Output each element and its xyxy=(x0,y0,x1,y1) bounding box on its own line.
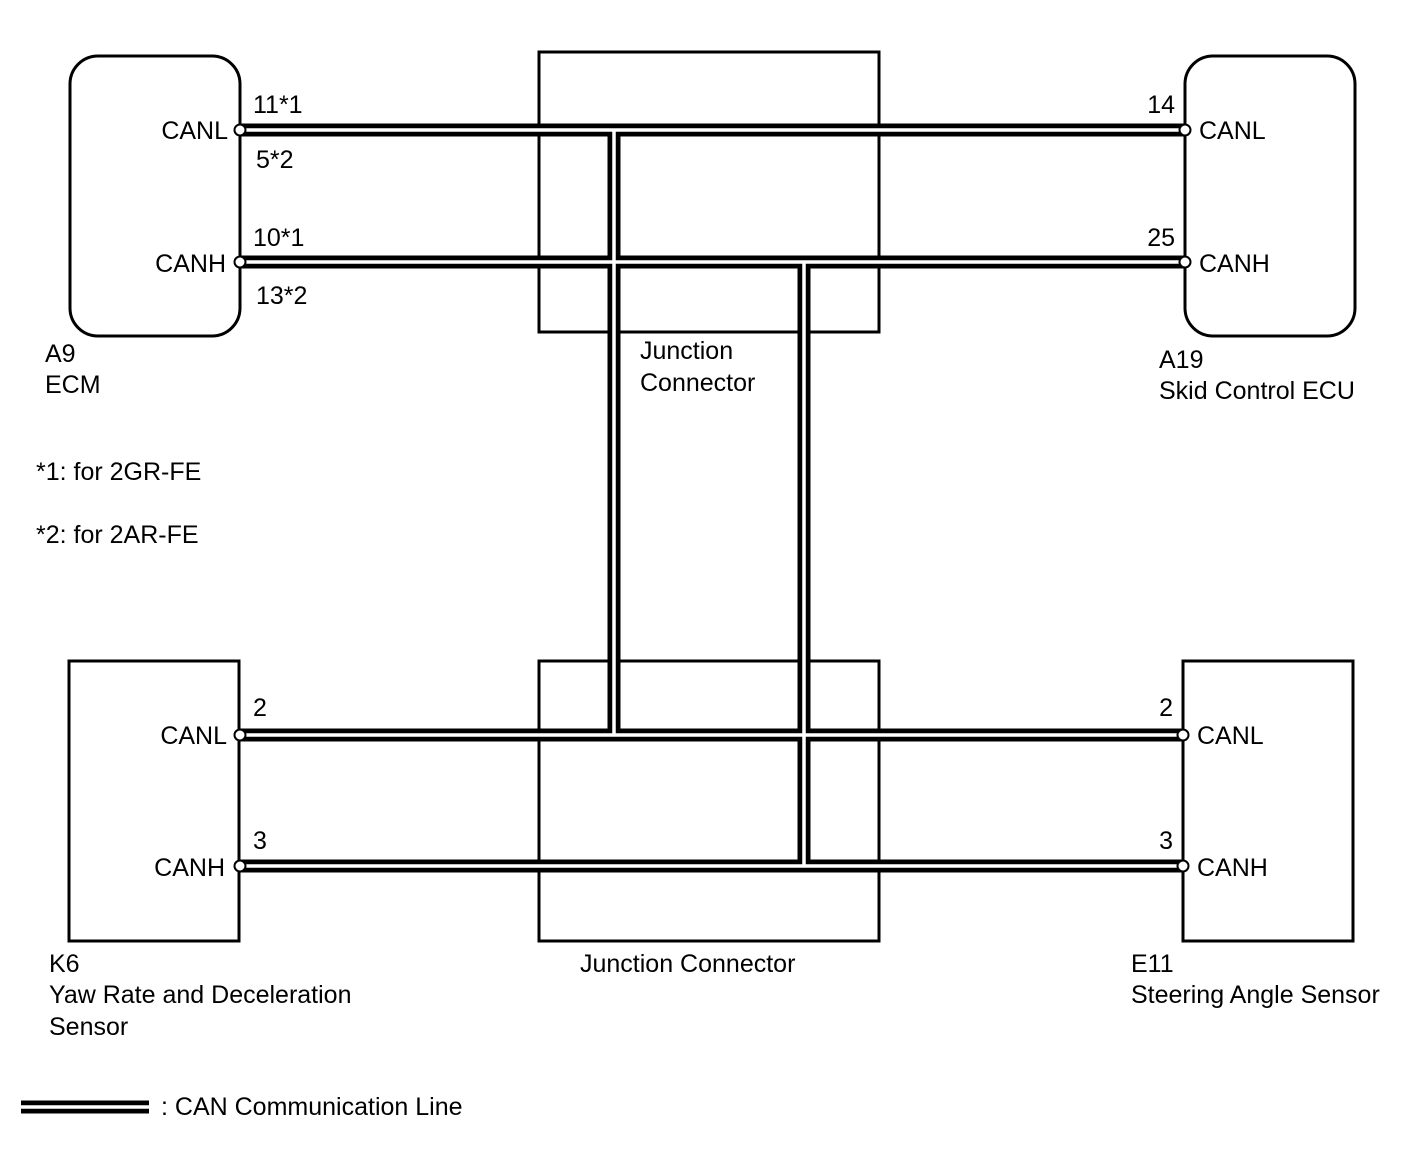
ecm-name: ECM xyxy=(45,371,101,399)
steering-sensor-name: Steering Angle Sensor xyxy=(1131,981,1380,1009)
junction-connector-bottom-box xyxy=(537,659,881,943)
ecm-canh-pin-b: 13*2 xyxy=(256,282,307,310)
yaw-sensor-canl-label: CANL xyxy=(160,722,227,750)
legend: : CAN Communication Line xyxy=(21,1093,463,1121)
yaw-sensor-name-line1: Yaw Rate and Deceleration xyxy=(49,981,352,1009)
junction-connector-top-box xyxy=(537,50,881,334)
ecm-canl-pin-b: 5*2 xyxy=(256,146,294,174)
steering-sensor-box xyxy=(1181,659,1355,943)
skid-ecu-canh-label: CANH xyxy=(1199,250,1270,278)
note-2gr-fe: *1: for 2GR-FE xyxy=(36,458,201,486)
skid-ecu-box xyxy=(1183,54,1357,338)
yaw-sensor-canh-label: CANH xyxy=(154,854,225,882)
skid-ecu-canl-terminal xyxy=(1178,123,1192,137)
skid-ecu-canl-pin: 14 xyxy=(1147,91,1175,119)
ecm-canh-label: CANH xyxy=(155,250,226,278)
skid-ecu-canl-label: CANL xyxy=(1199,117,1266,145)
steering-sensor-canh-label: CANH xyxy=(1197,854,1268,882)
junction-top-label-line1: Junction xyxy=(640,337,733,365)
can-wires xyxy=(240,123,1185,873)
junction-bottom-label: Junction Connector xyxy=(580,950,795,978)
yaw-sensor-canh-pin: 3 xyxy=(253,827,267,855)
yaw-sensor-canl-pin: 2 xyxy=(253,694,267,722)
ecm-canl-terminal xyxy=(233,123,247,137)
yaw-sensor-canh-terminal xyxy=(233,859,247,873)
legend-label: : CAN Communication Line xyxy=(161,1093,463,1121)
yaw-sensor-code: K6 xyxy=(49,950,80,978)
skid-ecu-code: A19 xyxy=(1159,346,1203,374)
steering-sensor-canl-label: CANL xyxy=(1197,722,1264,750)
yaw-sensor-box xyxy=(67,659,241,943)
ecm-canl-label: CANL xyxy=(161,117,228,145)
yaw-sensor-name-line2: Sensor xyxy=(49,1013,128,1041)
ecm-canh-pin-a: 10*1 xyxy=(253,224,304,252)
steering-sensor-canl-pin: 2 xyxy=(1159,694,1173,722)
note-2ar-fe: *2: for 2AR-FE xyxy=(36,521,199,549)
steering-sensor-code: E11 xyxy=(1131,950,1174,978)
skid-ecu-canh-pin: 25 xyxy=(1147,224,1175,252)
yaw-sensor-canl-terminal xyxy=(233,728,247,742)
ecm-canl-pin-a: 11*1 xyxy=(253,91,303,119)
steering-sensor-canl-terminal xyxy=(1176,728,1190,742)
skid-ecu-name: Skid Control ECU xyxy=(1159,377,1355,405)
steering-sensor-canh-terminal xyxy=(1176,859,1190,873)
ecm-canh-terminal xyxy=(233,255,247,269)
skid-ecu-canh-terminal xyxy=(1178,255,1192,269)
steering-sensor-canh-pin: 3 xyxy=(1159,827,1173,855)
ecm-code: A9 xyxy=(45,340,76,368)
ecm-box xyxy=(68,54,242,338)
junction-top-label-line2: Connector xyxy=(640,369,755,397)
